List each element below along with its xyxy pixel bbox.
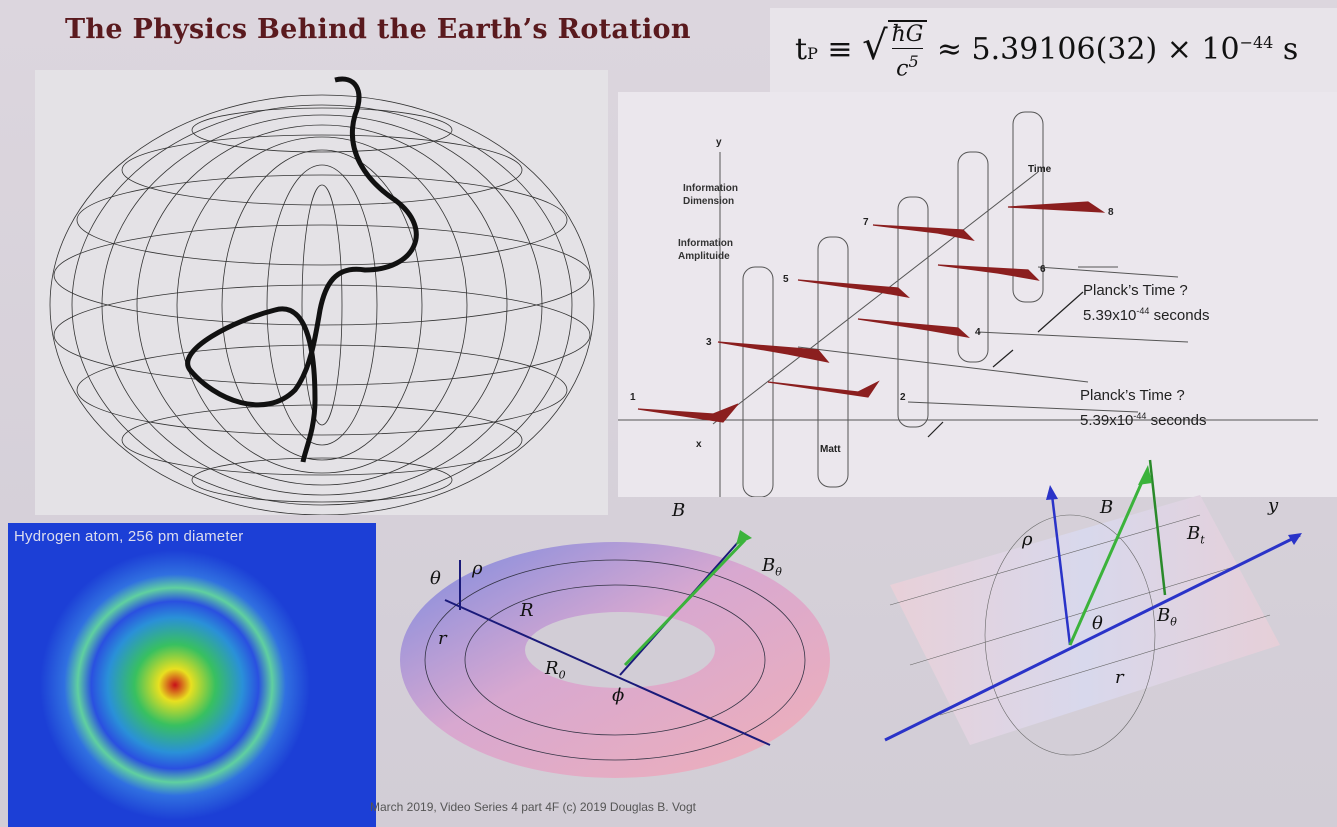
wave-y-axis-label: y <box>716 137 722 148</box>
wave-x-axis-label: x <box>696 439 702 450</box>
slide-footer: March 2019, Video Series 4 part 4F (c) 2… <box>370 800 696 814</box>
cylinder-bt-base: B <box>1187 523 1201 544</box>
hydrogen-atom-caption: Hydrogen atom, 256 pm diameter <box>14 528 244 545</box>
cylinder-bt-label: Bt <box>1187 523 1205 547</box>
formula-background <box>770 8 1337 92</box>
torus-wireframe-graphic <box>49 76 595 515</box>
info-dimension-line2: Dimension <box>683 196 735 207</box>
torus-b0-base: B <box>762 555 776 576</box>
hydrogen-atom-image: Hydrogen atom, 256 pm diameter <box>8 523 376 827</box>
info-amplitude-line2: Amplituide <box>678 251 730 262</box>
torus-r0-label: R0 <box>545 658 566 682</box>
planck-time-wave-diagram: y x Time Matt Information Dimension Info… <box>618 92 1337 497</box>
cylinder-theta-label: θ <box>1092 613 1103 634</box>
planck-upper-exp: -44 <box>1136 306 1150 316</box>
planck-lower-unit: seconds <box>1150 412 1207 429</box>
planck-time-lower: Planck’s Time ? 5.39x10-44 seconds <box>1080 385 1206 431</box>
cylinder-r-label: r <box>1115 667 1124 688</box>
planck-upper-value: 5.39x10 <box>1083 307 1137 324</box>
info-dimension-label: Information Dimension <box>683 182 738 208</box>
wave-number-8: 8 <box>1108 207 1114 218</box>
torus-theta-label: θ <box>430 568 441 589</box>
formula-lhs: t <box>795 32 808 68</box>
torus-r0-sub: 0 <box>558 668 566 682</box>
torus-wireframe-panel <box>35 70 608 515</box>
torus-b0-label: Bθ <box>762 555 782 579</box>
formula-unit: s <box>1282 32 1299 68</box>
formula-rel: ≡ <box>827 32 853 68</box>
cylinder-b0-sub: θ <box>1170 615 1177 629</box>
wave-number-6: 6 <box>1040 264 1046 275</box>
cylinder-b0-label: Bθ <box>1157 605 1177 629</box>
wave-number-2: 2 <box>900 392 906 403</box>
torus-r0-base: R <box>545 658 559 679</box>
wave-time-axis-label: Time <box>1028 164 1052 175</box>
planck-upper-unit: seconds <box>1153 307 1210 324</box>
info-amplitude-label: Information Amplituide <box>678 237 733 263</box>
torus-b0-sub: θ <box>775 565 782 579</box>
wave-matter-axis-label: Matt <box>820 444 841 455</box>
wave-number-7: 7 <box>863 217 869 228</box>
hydrogen-orbital-graphic <box>40 550 310 820</box>
torus-field-graphic <box>400 530 830 778</box>
torus-magnetic-field-diagram: B Bθ θ ρ R R0 r ϕ <box>380 500 860 810</box>
cylinder-field-graphic <box>884 459 1302 756</box>
info-dimension-line1: Information <box>683 183 738 194</box>
planck-upper-title: Planck’s Time ? <box>1083 282 1188 299</box>
torus-r-label: r <box>438 628 447 649</box>
formula-exp: −44 <box>1239 33 1274 53</box>
cylinder-b0-base: B <box>1157 605 1171 626</box>
cylinder-y-label: y <box>1268 495 1279 516</box>
torus-rho-label: ρ <box>472 558 483 579</box>
slide-title: The Physics Behind the Earth’s Rotation <box>65 14 691 45</box>
wave-number-5: 5 <box>783 274 789 285</box>
wave-number-3: 3 <box>706 337 712 348</box>
info-amplitude-line1: Information <box>678 238 733 249</box>
planck-lower-exp: -44 <box>1133 411 1147 421</box>
cylinder-b-vector-label: B <box>1100 497 1114 518</box>
planck-lower-title: Planck’s Time ? <box>1080 387 1185 404</box>
formula-denominator: c <box>896 56 909 82</box>
cylinder-rho-label: ρ <box>1022 529 1033 550</box>
formula-lhs-sub: P <box>807 44 818 64</box>
formula-den-exp: 5 <box>908 52 919 71</box>
torus-b-vector-label: B <box>672 500 686 521</box>
wave-number-1: 1 <box>630 392 636 403</box>
wave-diagram-graphic <box>618 111 1318 497</box>
torus-phi-label: ϕ <box>612 685 625 706</box>
cylinder-bt-sub: t <box>1200 533 1205 547</box>
torus-r-big-label: R <box>520 600 534 621</box>
wave-number-4: 4 <box>975 327 981 338</box>
planck-lower-value: 5.39x10 <box>1080 412 1134 429</box>
formula-approx: ≈ 5.39106(32) × 10 <box>936 32 1240 68</box>
formula-numerator: ħG <box>891 22 924 49</box>
planck-time-upper: Planck’s Time ? 5.39x10-44 seconds <box>1083 280 1209 326</box>
cylinder-magnetic-field-diagram: ρ B Bt Bθ θ y r <box>870 455 1337 815</box>
